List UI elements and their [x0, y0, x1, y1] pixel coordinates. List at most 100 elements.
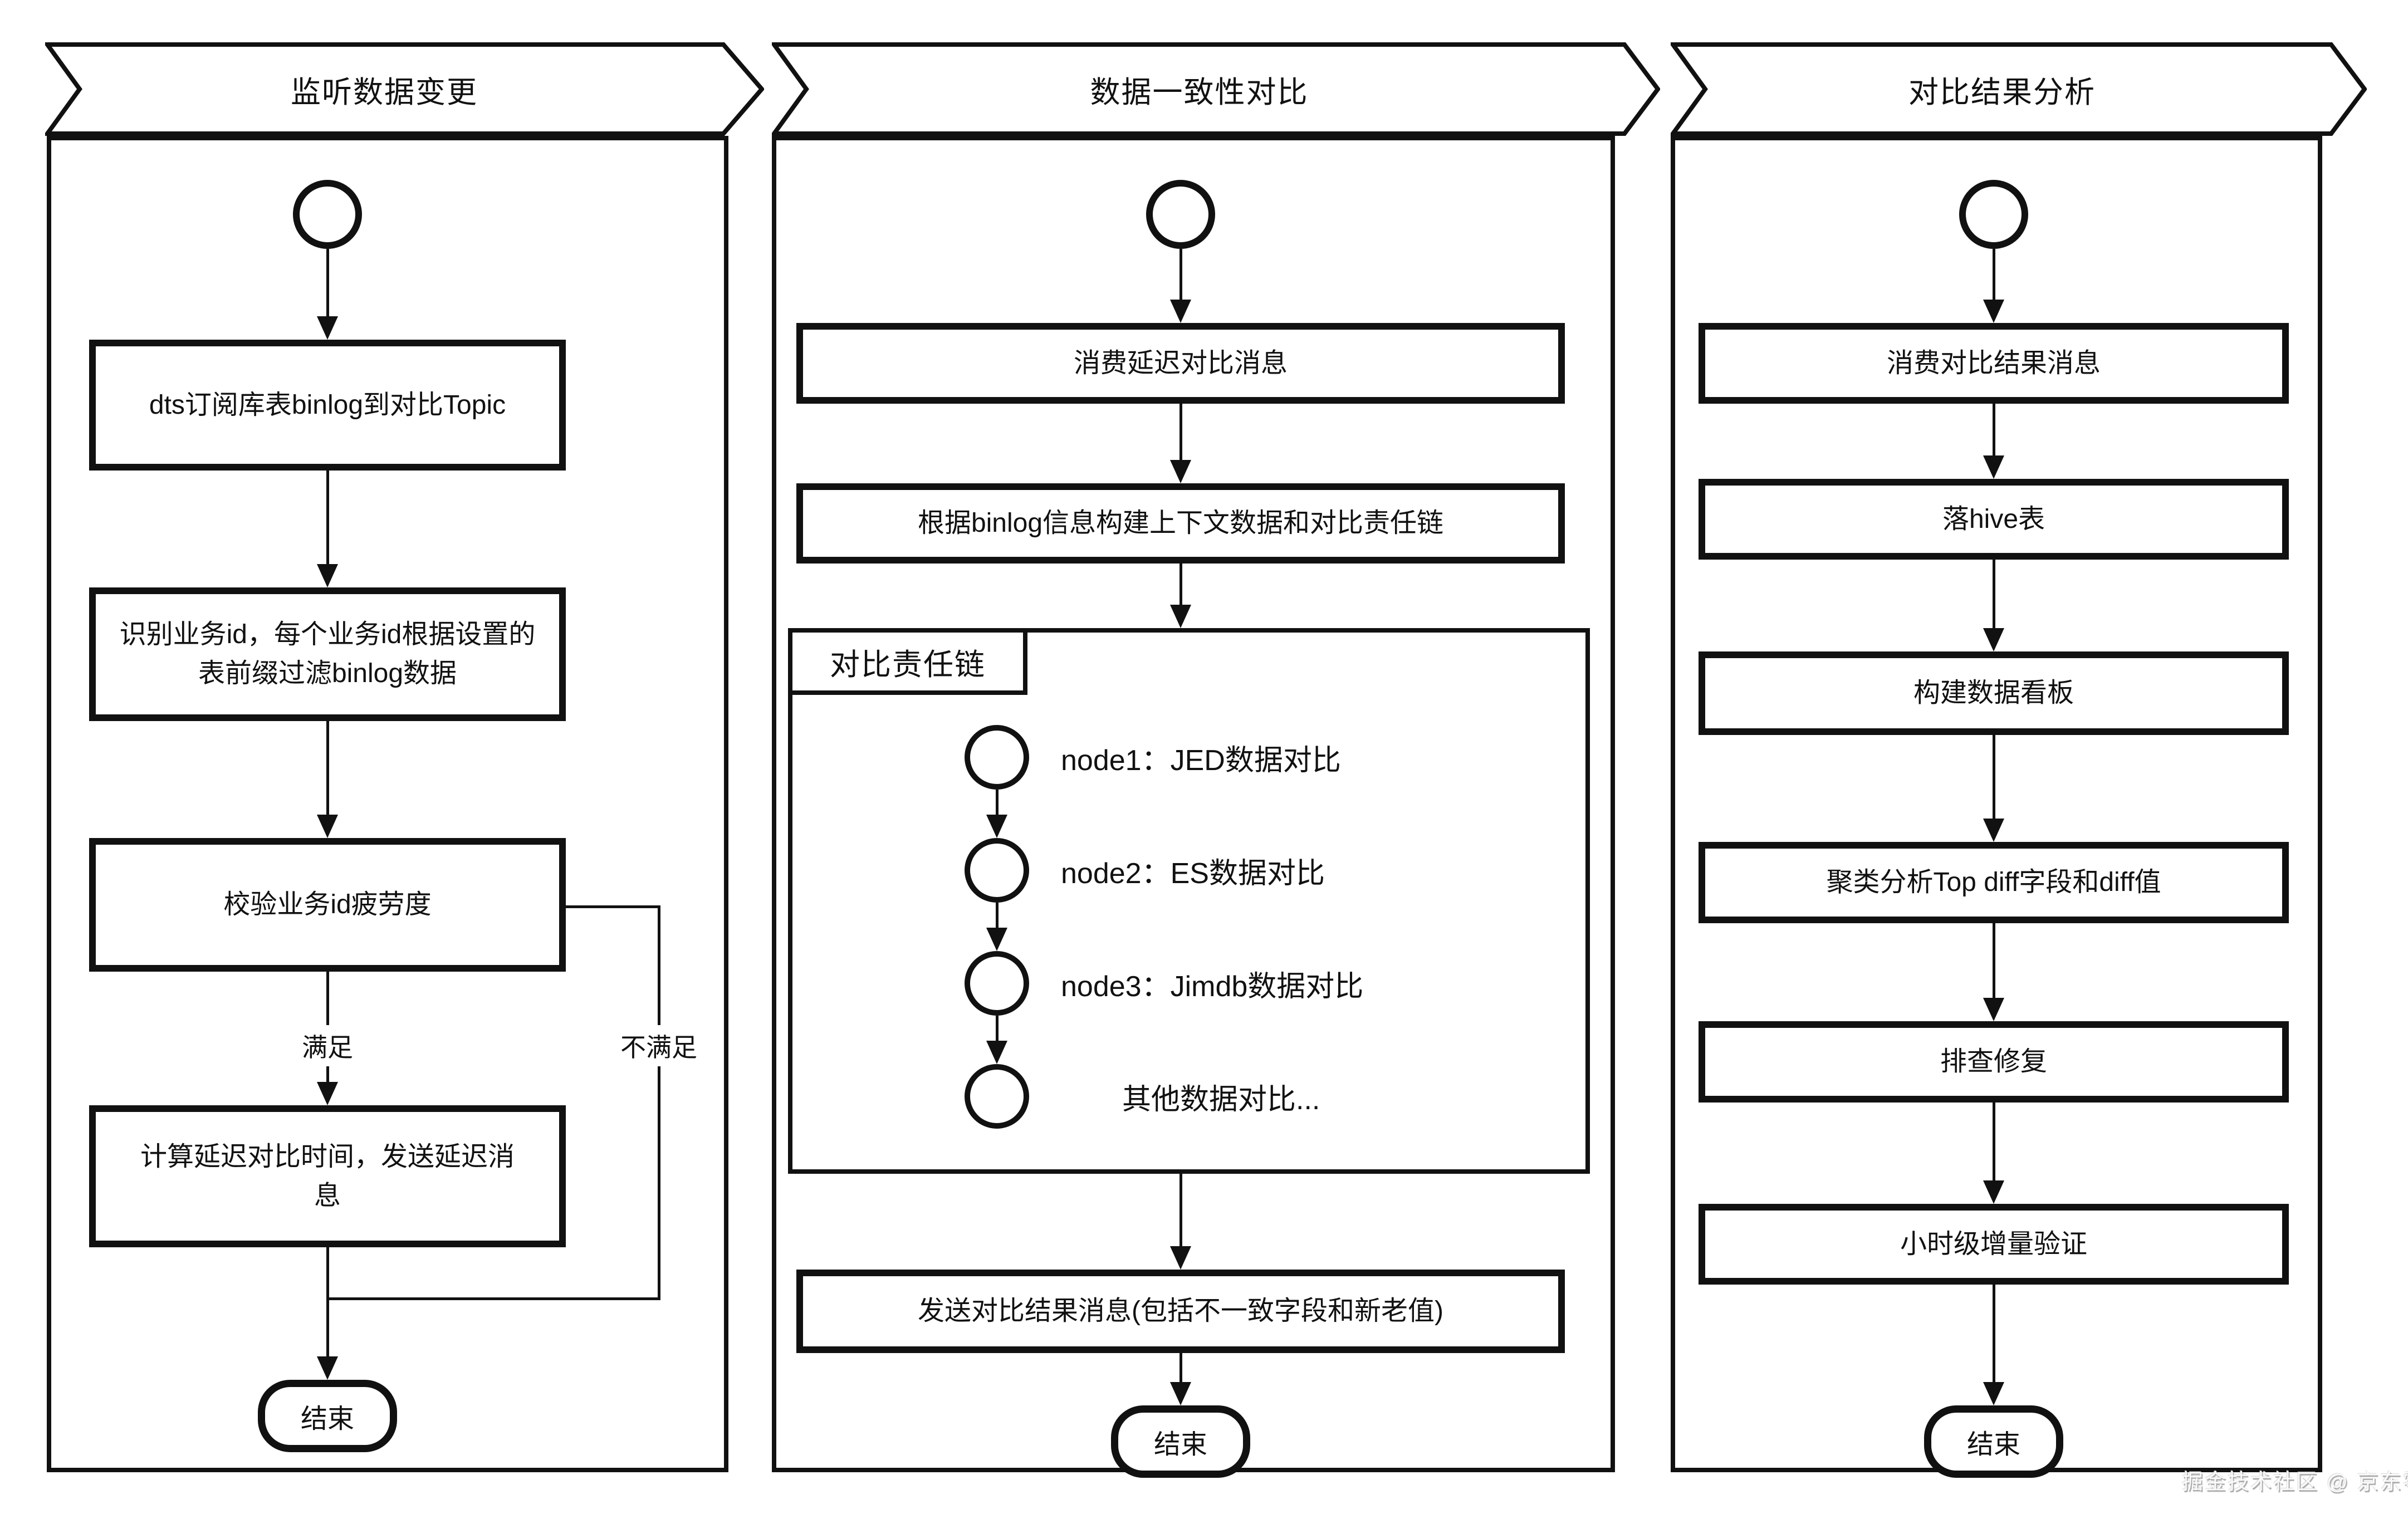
arrow-shaft: [1993, 1102, 1995, 1183]
arrow-shaft: [1993, 404, 1995, 458]
arrow-head-icon: [317, 815, 338, 838]
lane3-box-consume-result: 消费对比结果消息: [1699, 323, 2289, 404]
arrow-head-icon: [1983, 819, 2004, 842]
branch-label-not-satisfied: 不满足: [615, 1025, 703, 1066]
lane3-box-hive-table: 落hive表: [1699, 479, 2289, 560]
arrow-shaft: [1179, 404, 1182, 462]
arrow-shaft: [996, 790, 999, 817]
arrow-shaft: [996, 1016, 999, 1043]
lane3-start-circle: [1959, 180, 2028, 249]
arrow-shaft: [1993, 735, 1995, 821]
lane2-end-node: 结束: [1111, 1405, 1250, 1478]
arrow-head-icon: [1170, 300, 1191, 323]
branch-label-satisfied: 满足: [296, 1025, 359, 1066]
lane2-title: 数据一致性对比: [1090, 75, 1309, 109]
chevron-banner-shape: [1671, 42, 2367, 136]
arrow-shaft: [1179, 564, 1182, 607]
lane3-end-node: 结束: [1924, 1405, 2063, 1478]
arrow-shaft: [1179, 249, 1182, 302]
box-label: 消费对比结果消息: [1886, 348, 2101, 378]
box-label: 构建数据看板: [1913, 678, 2074, 708]
box-label: 消费延迟对比消息: [1073, 348, 1288, 378]
arrow-shaft: [326, 721, 329, 817]
lane1-banner: 监听数据变更: [45, 42, 764, 136]
arrow-head-icon: [317, 316, 338, 340]
lane2-banner: 数据一致性对比: [772, 42, 1660, 136]
branch-line: [326, 1297, 660, 1300]
arrow-head-icon: [1983, 455, 2004, 479]
chain-node3-circle: [965, 951, 1029, 1016]
box-label: dts订阅库表binlog到对比Topic: [149, 390, 506, 420]
chain-container: [788, 628, 1590, 1174]
chain-node1-label: node1：JED数据对比: [1061, 744, 1341, 777]
arrow-shaft: [1993, 249, 1995, 302]
end-label: 结束: [1966, 1430, 2020, 1459]
box-label: 识别业务id，每个业务id根据设置的表前缀过滤binlog数据: [119, 620, 536, 688]
lane2-start-circle: [1146, 180, 1215, 249]
lane1-box-check-fatigue: 校验业务id疲劳度: [89, 838, 566, 972]
chain-node4-label: 其他数据对比...: [1122, 1083, 1320, 1116]
box-label: 校验业务id疲劳度: [223, 890, 432, 920]
arrow-shaft: [1993, 560, 1995, 630]
lane3-box-dashboard: 构建数据看板: [1699, 651, 2289, 735]
lane1-title: 监听数据变更: [291, 75, 478, 109]
arrow-head-icon: [317, 564, 338, 587]
lane2-box-consume-delay-msg: 消费延迟对比消息: [796, 323, 1565, 404]
box-label: 排查修复: [1940, 1047, 2047, 1077]
chain-node4-circle: [965, 1064, 1029, 1129]
arrow-head-icon: [1983, 1180, 2004, 1204]
chain-node2-label: node2：ES数据对比: [1061, 857, 1325, 890]
chain-node3-label: node3：Jimdb数据对比: [1061, 970, 1364, 1003]
end-label: 结束: [1153, 1430, 1207, 1459]
chain-node2-circle: [965, 838, 1029, 903]
arrow-head-icon: [1983, 1382, 2004, 1405]
lane3-box-troubleshoot-fix: 排查修复: [1699, 1021, 2289, 1102]
watermark-text: 掘金技术社区 @ 京东零售技术: [2182, 1471, 2408, 1494]
box-label: 聚类分析Top diff字段和diff值: [1826, 868, 2161, 898]
box-label: 根据binlog信息构建上下文数据和对比责任链: [917, 508, 1444, 538]
arrow-shaft: [1179, 1174, 1182, 1248]
box-label: 小时级增量验证: [1900, 1229, 2087, 1259]
arrow-head-icon: [1983, 998, 2004, 1021]
arrow-head-icon: [1170, 1382, 1191, 1405]
arrow-shaft: [1179, 1353, 1182, 1384]
lane1-box-dts-subscribe: dts订阅库表binlog到对比Topic: [89, 340, 566, 471]
arrow-head-icon: [986, 815, 1007, 838]
arrow-shaft: [326, 1247, 329, 1359]
lane2-box-send-result: 发送对比结果消息(包括不一致字段和新老值): [796, 1270, 1565, 1353]
lane1-end-node: 结束: [258, 1380, 397, 1452]
lane2-box-build-context: 根据binlog信息构建上下文数据和对比责任链: [796, 483, 1565, 564]
branch-line: [658, 905, 660, 1300]
lane3-title: 对比结果分析: [1908, 75, 2096, 109]
chevron-banner-shape: [772, 42, 1660, 136]
lane1-start-circle: [293, 180, 362, 249]
arrow-shaft: [326, 249, 329, 318]
chain-label-text: 对比责任链: [830, 648, 986, 682]
box-label: 落hive表: [1942, 504, 2045, 534]
branch-line: [566, 905, 660, 908]
arrow-head-icon: [317, 1356, 338, 1380]
arrow-head-icon: [317, 1082, 338, 1105]
lane1-panel: [47, 136, 728, 1472]
arrow-head-icon: [986, 1041, 1007, 1064]
arrow-shaft: [996, 903, 999, 930]
arrow-shaft: [1993, 923, 1995, 1000]
arrow-head-icon: [1983, 628, 2004, 651]
arrow-head-icon: [1170, 460, 1191, 483]
lane1-box-identify-bizid: 识别业务id，每个业务id根据设置的表前缀过滤binlog数据: [89, 587, 566, 721]
lane1-box-calc-delay: 计算延迟对比时间，发送延迟消息: [89, 1105, 566, 1247]
chain-node1-circle: [965, 725, 1029, 790]
arrow-head-icon: [1170, 1246, 1191, 1270]
arrow-shaft: [1993, 1285, 1995, 1384]
box-label: 计算延迟对比时间，发送延迟消息: [140, 1141, 515, 1211]
box-label: 发送对比结果消息(包括不一致字段和新老值): [918, 1296, 1443, 1326]
lane3-banner: 对比结果分析: [1671, 42, 2367, 136]
arrow-head-icon: [986, 928, 1007, 951]
chain-container-title: 对比责任链: [788, 628, 1027, 695]
lane3-box-hourly-verify: 小时级增量验证: [1699, 1204, 2289, 1285]
lane3-box-cluster-analysis: 聚类分析Top diff字段和diff值: [1699, 842, 2289, 923]
chevron-banner-shape: [45, 42, 764, 136]
arrow-head-icon: [1170, 605, 1191, 628]
end-label: 结束: [300, 1404, 354, 1434]
